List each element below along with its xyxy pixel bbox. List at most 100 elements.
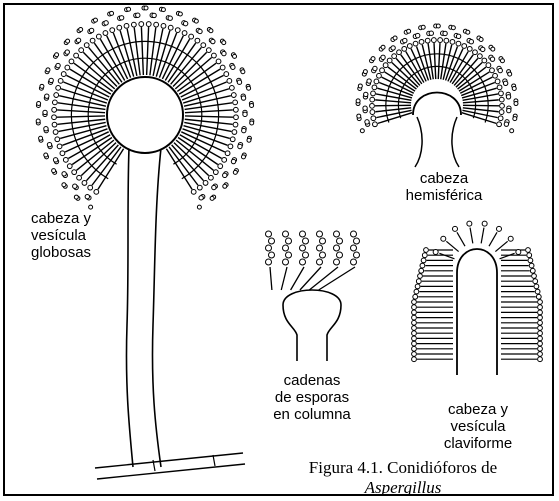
globose-spore — [36, 119, 40, 123]
column-vesicle — [283, 290, 341, 361]
globose-spore — [44, 127, 48, 131]
column-spore — [317, 245, 323, 251]
globose-phialide — [178, 137, 218, 164]
column-spore — [334, 259, 340, 265]
globose-spore — [220, 65, 225, 70]
hemi-spore — [371, 57, 375, 61]
globose-phialide — [72, 137, 112, 164]
hemi-spore — [397, 50, 402, 55]
globose-spore — [77, 175, 82, 180]
column-spore — [283, 259, 289, 265]
globose-phialide — [57, 110, 105, 113]
column-spore — [266, 245, 272, 251]
clav-spore — [538, 352, 543, 357]
clav-spore — [538, 315, 543, 320]
column-spore — [266, 231, 272, 237]
globose-spore — [216, 59, 221, 64]
hemi-phialide — [463, 94, 498, 100]
hemi-spore — [498, 68, 502, 72]
globose-spore — [250, 121, 254, 125]
globose-spore — [79, 27, 83, 31]
clav-spore — [412, 315, 417, 320]
clav-spore — [467, 221, 472, 226]
hemi-spore — [370, 97, 375, 102]
clav-spore — [418, 274, 423, 279]
column-spore — [300, 259, 306, 265]
hemi-spore — [391, 46, 395, 50]
hemi-spore — [508, 72, 512, 76]
globose-spore — [209, 29, 213, 33]
caption-text: Figura 4.1. Conidióforos de — [309, 458, 497, 477]
hemi-spore — [363, 106, 367, 110]
hemi-spore — [425, 38, 430, 43]
globose-spore — [47, 142, 51, 146]
globose-spore — [74, 53, 79, 58]
globose-spore — [61, 72, 66, 77]
globose-spore — [233, 122, 238, 127]
hemi-spore — [370, 103, 375, 108]
hemi-spore — [499, 110, 504, 115]
column-spore — [300, 245, 306, 251]
clav-spore — [530, 268, 535, 273]
clav-spore — [508, 236, 513, 241]
globose-spore — [146, 22, 151, 27]
hemi-spore — [387, 58, 392, 63]
clav-spore — [538, 326, 543, 331]
clav-spore — [535, 289, 540, 294]
hemi-spore — [456, 34, 460, 38]
hemi-spore — [415, 33, 419, 37]
hemi-spore — [360, 129, 364, 133]
hemi-phialide — [376, 94, 411, 100]
label-globose: cabeza y vesícula globosas — [31, 210, 91, 261]
globose-spore — [227, 78, 232, 83]
globose-spore — [94, 189, 99, 194]
globose-spore — [182, 31, 187, 36]
globose-spore — [43, 110, 47, 114]
hemi-spore — [431, 38, 436, 43]
globose-spore — [168, 16, 172, 20]
hemi-spore — [371, 116, 376, 121]
clav-spore — [536, 294, 541, 299]
globose-spore — [250, 104, 254, 108]
hemi-spore — [503, 81, 507, 85]
clav-vesicle — [457, 249, 497, 375]
globose-spore — [230, 137, 235, 142]
clav-spore — [527, 253, 532, 258]
globose-spore — [127, 7, 131, 11]
globose-spore — [60, 151, 65, 156]
globose-spore — [209, 175, 214, 180]
hemi-spore — [482, 58, 487, 63]
globose-spore — [198, 29, 202, 33]
column-spore — [286, 252, 292, 258]
globose-spore — [85, 194, 89, 198]
hemi-spore — [381, 55, 385, 59]
hemi-spore — [407, 44, 412, 49]
globose-spore — [197, 185, 202, 190]
globose-spore — [58, 78, 63, 83]
globose-spore — [53, 158, 57, 162]
globose-spore — [238, 144, 242, 148]
hemi-spore — [497, 85, 502, 90]
hemi-spore — [467, 46, 472, 51]
hemi-spore — [500, 103, 505, 108]
globose-spore — [231, 159, 235, 163]
globose-spore — [175, 28, 180, 33]
label-column-line3: en columna — [257, 406, 367, 423]
globose-spore — [54, 93, 59, 98]
hemi-spore — [473, 50, 478, 55]
globose-spore — [225, 151, 230, 156]
globose-spore — [49, 78, 53, 82]
clav-spore — [412, 341, 417, 346]
claviform-conidiophore — [412, 221, 543, 375]
column-spore — [317, 231, 323, 237]
hemi-spore — [407, 29, 411, 33]
globose-spore — [62, 183, 66, 187]
clav-spore — [516, 249, 521, 254]
globose-spore — [237, 80, 241, 84]
hemi-spore — [370, 110, 375, 115]
column-phialide — [291, 267, 304, 290]
columnar-conidiophore — [266, 231, 360, 361]
globose-spore — [195, 38, 200, 43]
label-hemispheric: cabeza hemisférica — [389, 170, 499, 204]
clav-spore — [422, 253, 427, 258]
